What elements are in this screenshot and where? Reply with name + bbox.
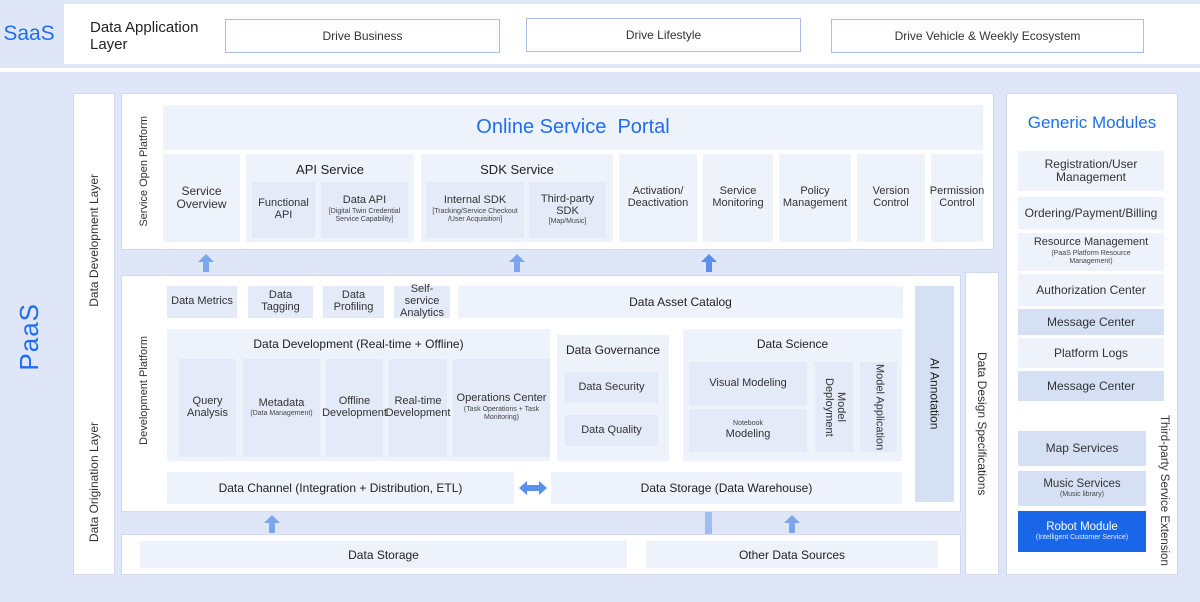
operations-center[interactable]: Operations Center (Task Operations + Tas… [453, 359, 550, 457]
data-development-layer-label: Data Development Layer [87, 173, 101, 307]
third-party-service-extension-label: Third-party Service Extension [1158, 414, 1170, 566]
map-services[interactable]: Map Services [1018, 431, 1146, 466]
data-metrics[interactable]: Data Metrics [167, 286, 237, 318]
paas-label: PaaS [0, 72, 58, 602]
permission-control[interactable]: Permission Control [930, 154, 984, 242]
functional-api[interactable]: Functional API [252, 182, 315, 238]
data-channel[interactable]: Data Channel (Integration + Distribution… [167, 472, 514, 504]
app-drive-lifestyle[interactable]: Drive Lifestyle [526, 18, 801, 52]
data-development-title: Data Development (Real-time + Offline) [253, 337, 464, 351]
offline-development[interactable]: Offline Development [322, 359, 387, 457]
app-drive-business[interactable]: Drive Business [225, 19, 500, 53]
data-origination-layer-label: Data Origination Layer [87, 422, 101, 543]
ordering-payment-billing[interactable]: Ordering/Payment/Billing [1018, 197, 1164, 229]
platform-logs[interactable]: Platform Logs [1018, 338, 1164, 368]
service-monitoring[interactable]: Service Monitoring [703, 154, 773, 242]
data-api[interactable]: Data API [Digital Twin Credential Servic… [321, 182, 408, 238]
generic-modules-title: Generic Modules [1027, 113, 1157, 132]
ai-annotation[interactable]: AI Annotation [915, 286, 954, 502]
third-party-sdk[interactable]: Third-party SDK [Map/Music] [529, 182, 606, 238]
connector-bar [705, 512, 712, 534]
app-drive-vehicle-ecosystem[interactable]: Drive Vehicle & Weekly Ecosystem [831, 19, 1144, 53]
up-arrow-icon [196, 253, 216, 273]
data-design-specifications: Data Design Specifications [965, 272, 999, 575]
api-service-title: API Service [296, 161, 364, 177]
data-storage[interactable]: Data Storage [140, 541, 627, 568]
registration-user-management[interactable]: Registration/User Management [1018, 151, 1164, 191]
robot-module[interactable]: Robot Module (Intelligent Customer Servi… [1018, 511, 1146, 552]
up-arrow-icon [262, 514, 282, 534]
service-overview[interactable]: Service Overview [163, 154, 240, 242]
saas-label: SaaS [3, 22, 55, 45]
data-application-layer-title: Data Application Layer [90, 19, 199, 53]
service-open-platform-label: Service Open Platform [138, 116, 150, 227]
data-tagging[interactable]: Data Tagging [248, 286, 313, 318]
data-quality[interactable]: Data Quality [565, 415, 658, 446]
metadata[interactable]: Metadata (Data Management) [243, 359, 320, 457]
resource-management[interactable]: Resource Management (PaaS Platform Resou… [1018, 233, 1164, 271]
data-governance-title: Data Governance [565, 343, 661, 357]
sdk-service-title: SDK Service [480, 161, 554, 177]
data-science-title: Data Science [756, 337, 829, 351]
development-platform-label: Development Platform [138, 335, 150, 445]
bidirectional-arrow-icon [517, 477, 549, 499]
real-time-development[interactable]: Real-time Development [386, 359, 450, 457]
data-security[interactable]: Data Security [565, 372, 658, 403]
model-application[interactable]: Model Application [860, 362, 897, 452]
authorization-center[interactable]: Authorization Center [1018, 274, 1164, 306]
policy-management[interactable]: Policy Management [779, 154, 851, 242]
message-center[interactable]: Message Center [1018, 371, 1164, 401]
up-arrow-icon [782, 514, 802, 534]
up-arrow-icon [507, 253, 527, 273]
music-services[interactable]: Music Services (Music library) [1018, 471, 1146, 506]
layer-label-column [73, 93, 115, 575]
message-center[interactable]: Message Center [1018, 309, 1164, 335]
notebook-modeling[interactable]: Notebook Modeling [689, 409, 807, 452]
paas-label-text: PaaS [13, 303, 44, 371]
data-storage-warehouse[interactable]: Data Storage (Data Warehouse) [551, 472, 902, 504]
saas-white-area [64, 4, 1200, 64]
up-arrow-icon [699, 253, 719, 273]
version-control[interactable]: Version Control [857, 154, 925, 242]
activation-deactivation[interactable]: Activation/ Deactivation [619, 154, 697, 242]
query-analysis[interactable]: Query Analysis [179, 359, 236, 457]
model-deployment[interactable]: Model Deployment [815, 362, 853, 452]
data-asset-catalog[interactable]: Data Asset Catalog [458, 286, 903, 318]
online-service-portal[interactable]: Online Service Portal [163, 105, 983, 150]
self-service-analytics[interactable]: Self-service Analytics [394, 283, 450, 319]
other-data-sources[interactable]: Other Data Sources [646, 541, 938, 568]
visual-modeling[interactable]: Visual Modeling [689, 362, 807, 405]
data-profiling[interactable]: Data Profiling [323, 286, 384, 318]
internal-sdk[interactable]: Internal SDK [Tracking/Service Checkout … [426, 182, 524, 238]
